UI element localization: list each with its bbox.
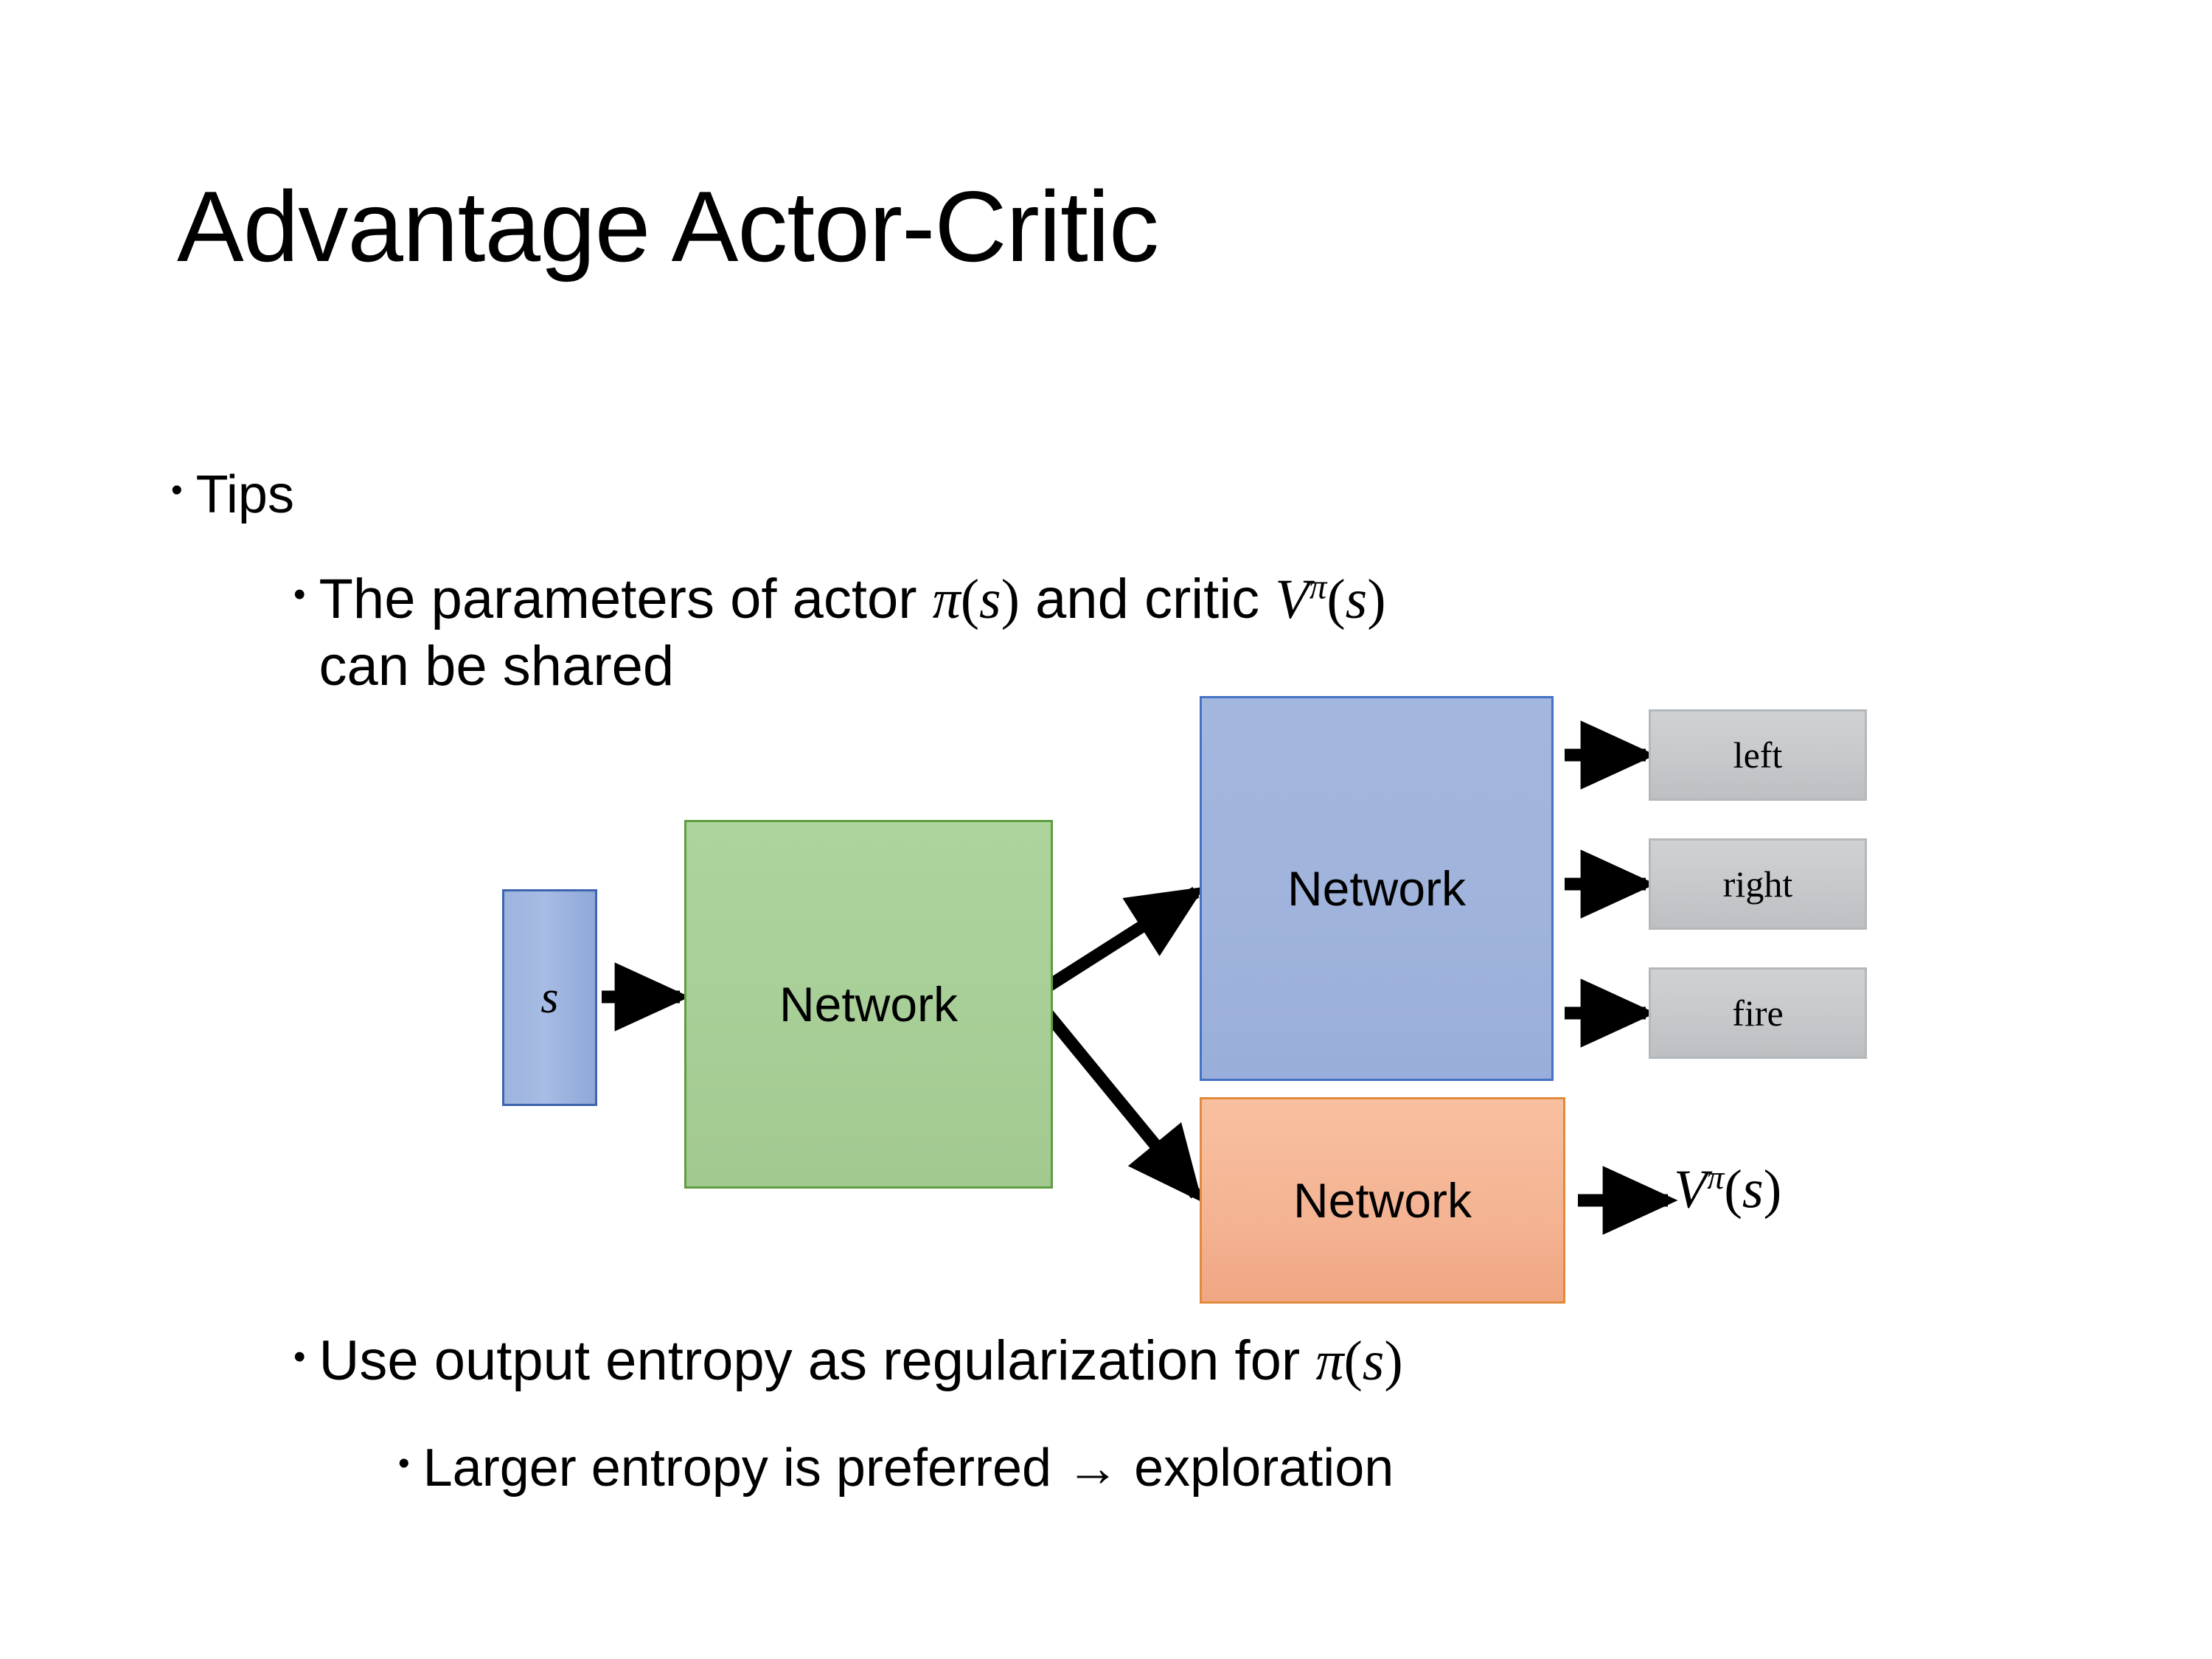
bullet-entropy-text: Use output entropy as regularization for… bbox=[319, 1329, 1403, 1394]
bullet-glyph-icon: • bbox=[171, 472, 183, 509]
bullet-tips-label: Tips bbox=[195, 465, 294, 524]
critic-output-base: V bbox=[1674, 1159, 1708, 1220]
action-label-fire: fire bbox=[1732, 992, 1784, 1034]
shared-params-pre: The parameters of actor bbox=[319, 568, 933, 630]
bullet-glyph-icon: • bbox=[293, 574, 306, 614]
bullet-tips: • Tips bbox=[171, 465, 294, 525]
entropy-pre: Use output entropy as regularization for bbox=[319, 1329, 1316, 1392]
bullet-larger-entropy-label: Larger entropy is preferred → exploratio… bbox=[422, 1439, 1394, 1498]
critic-v-pi-math: Vπ(s) bbox=[1275, 568, 1386, 630]
critic-output-argument: (s) bbox=[1724, 1159, 1782, 1220]
input-state-label: s bbox=[540, 972, 559, 1023]
actor-network-label: Network bbox=[1287, 861, 1467, 916]
critic-output-label: Vπ(s) bbox=[1674, 1158, 1781, 1222]
action-label-right: right bbox=[1722, 863, 1793, 905]
bullet-shared-parameters: • The parameters of actor π(s) and criti… bbox=[293, 566, 1989, 699]
page-title: Advantage Actor-Critic bbox=[177, 170, 1159, 282]
actor-pi-math: π(s) bbox=[932, 568, 1020, 630]
action-box-right[interactable]: right bbox=[1649, 838, 1867, 930]
entropy-pi-math: π(s) bbox=[1315, 1330, 1403, 1392]
bullet-glyph-icon: • bbox=[398, 1445, 410, 1482]
action-label-left: left bbox=[1733, 734, 1783, 776]
input-state-box[interactable]: s bbox=[502, 889, 597, 1106]
shared-params-line2: can be shared bbox=[319, 634, 675, 698]
critic-output-superscript: π bbox=[1707, 1158, 1725, 1196]
bullet-glyph-icon: • bbox=[293, 1337, 306, 1377]
critic-network-box[interactable]: Network bbox=[1200, 1097, 1565, 1304]
arrow-shared-to-actor bbox=[1030, 886, 1205, 1001]
arrow-shared-to-critic bbox=[1029, 992, 1203, 1203]
bullet-larger-entropy: • Larger entropy is preferred → explorat… bbox=[398, 1438, 1394, 1498]
shared-params-mid: and critic bbox=[1019, 568, 1276, 630]
bullet-shared-parameters-text: The parameters of actor π(s) and critic … bbox=[319, 566, 1386, 699]
shared-network-box[interactable]: Network bbox=[684, 820, 1053, 1189]
actor-network-box[interactable]: Network bbox=[1200, 696, 1554, 1081]
bullet-entropy-regularization: • Use output entropy as regularization f… bbox=[293, 1329, 1403, 1394]
action-box-fire[interactable]: fire bbox=[1649, 967, 1867, 1059]
action-box-left[interactable]: left bbox=[1649, 709, 1867, 801]
critic-network-label: Network bbox=[1293, 1173, 1472, 1228]
shared-network-label: Network bbox=[779, 977, 959, 1032]
